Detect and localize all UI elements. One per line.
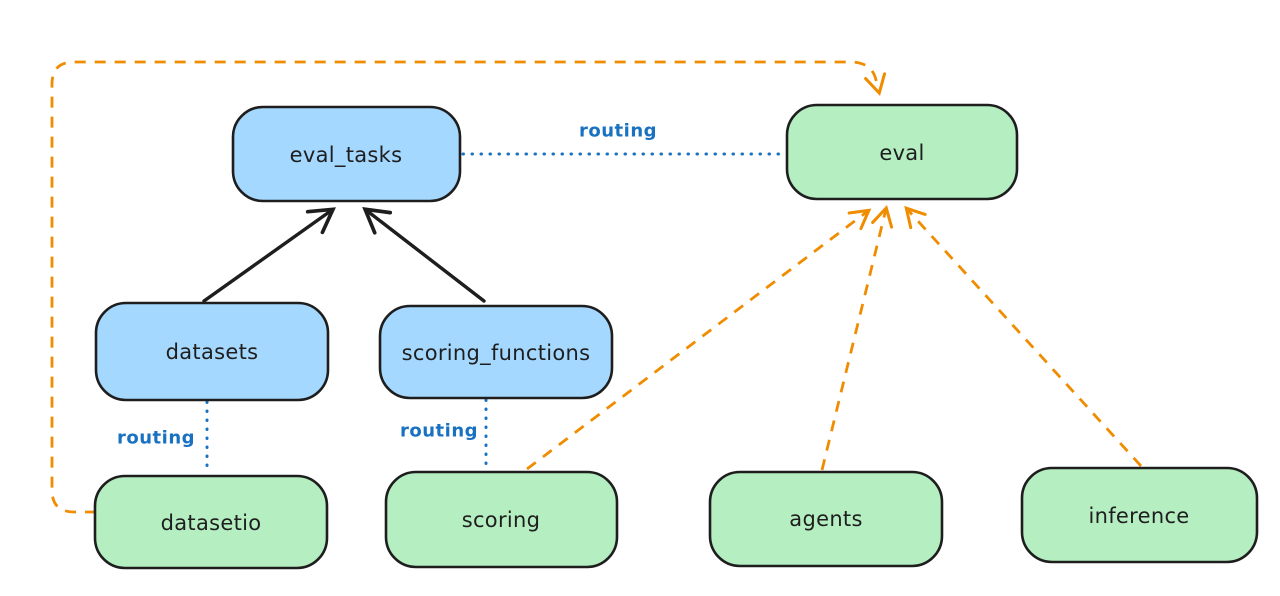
node-scoring: scoring: [384, 470, 619, 569]
node-datasetio-box: [93, 474, 329, 570]
edge-scoring-functions-to-eval-tasks: [362, 207, 486, 303]
node-datasets-label: datasets: [166, 340, 259, 364]
node-agents-box: [708, 470, 944, 568]
node-datasets-box: [94, 301, 330, 402]
node-inference-label: inference: [1088, 504, 1189, 528]
node-eval-tasks: eval_tasks: [231, 105, 462, 203]
node-agents: agents: [708, 470, 944, 568]
node-datasets: datasets: [94, 301, 330, 402]
node-scoring-functions-label: scoring_functions: [402, 341, 591, 366]
node-inference-box: [1020, 466, 1259, 564]
node-datasetio: datasetio: [93, 474, 329, 570]
node-agents-label: agents: [789, 507, 862, 531]
edge-agents-to-eval: [820, 204, 894, 471]
node-scoring-functions-box: [378, 304, 614, 400]
node-scoring-functions: scoring_functions: [378, 304, 614, 400]
edge-label-routing-top: routing: [579, 121, 657, 142]
node-scoring-label: scoring: [462, 508, 541, 532]
edge-inference-to-eval: [904, 205, 1143, 467]
edge-datasetio-to-eval: [50, 60, 887, 514]
node-scoring-box: [384, 470, 619, 569]
node-datasetio-label: datasetio: [161, 511, 262, 535]
edge-label-routing-scoring: routing: [400, 421, 478, 442]
node-eval: eval: [785, 103, 1019, 201]
node-eval-tasks-label: eval_tasks: [290, 143, 403, 168]
edge-datasets-to-eval-tasks: [202, 207, 336, 303]
node-eval-tasks-box: [231, 105, 462, 203]
node-inference: inference: [1020, 466, 1259, 564]
node-eval-box: [785, 103, 1019, 201]
node-eval-label: eval: [879, 141, 924, 165]
edge-label-routing-datasetio: routing: [117, 428, 195, 449]
